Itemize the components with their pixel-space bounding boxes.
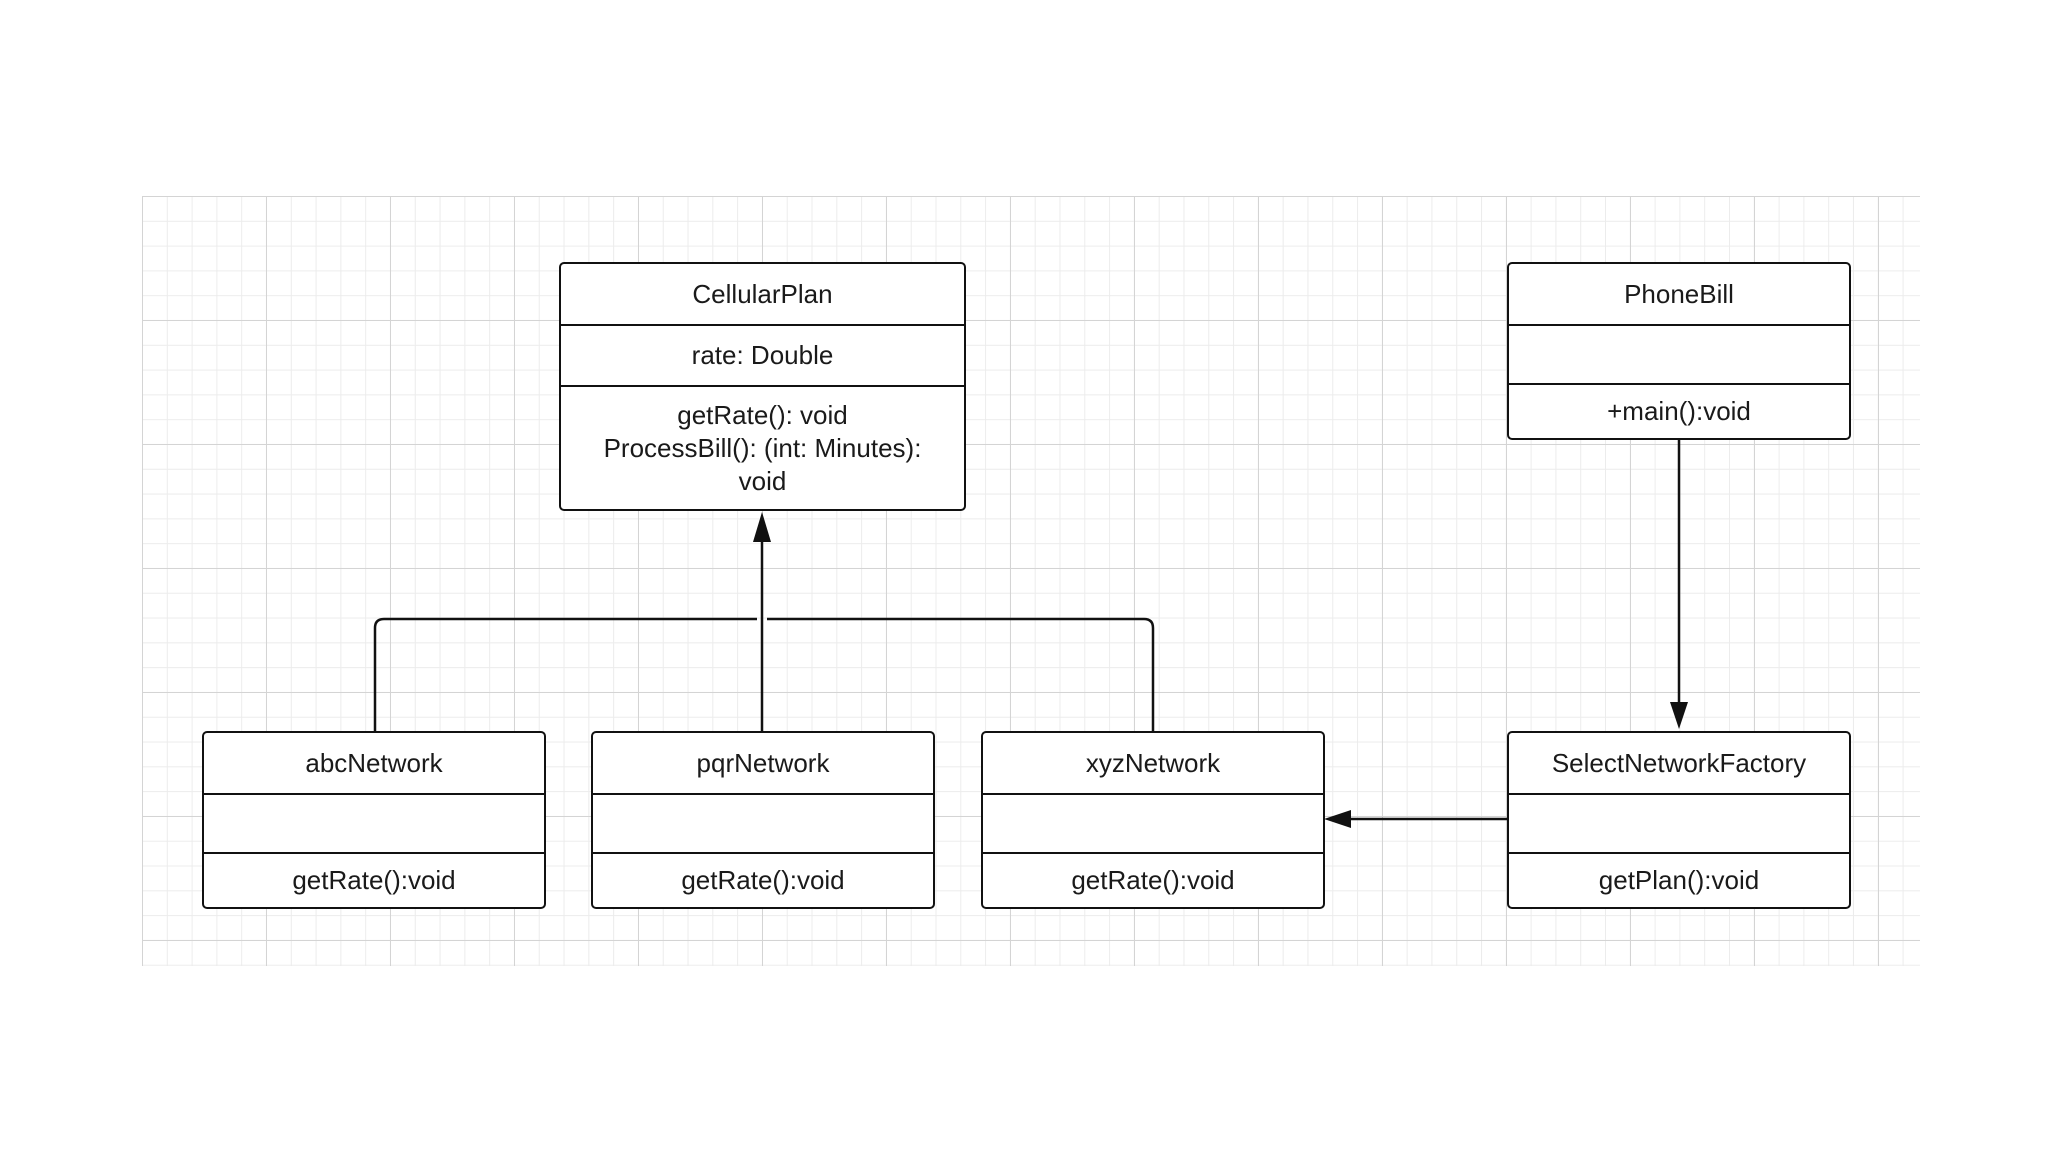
- class-name: abcNetwork: [305, 747, 443, 778]
- attributes-section: [593, 793, 933, 852]
- class-name-section: CellularPlan: [561, 264, 964, 324]
- operation: getRate(): void: [677, 399, 848, 430]
- operations-section: getRate():void: [983, 852, 1323, 907]
- attribute: rate: Double: [691, 340, 834, 370]
- operation: getRate():void: [292, 865, 456, 895]
- attributes-section: [204, 793, 544, 852]
- class-name: PhoneBill: [1624, 278, 1734, 309]
- attributes-section: [1509, 324, 1849, 383]
- class-name: SelectNetworkFactory: [1551, 747, 1807, 778]
- class-name: pqrNetwork: [696, 747, 830, 778]
- operation: void: [738, 465, 787, 496]
- class-name: CellularPlan: [692, 278, 833, 309]
- operations-section: getRate():void: [593, 852, 933, 907]
- operation: getRate():void: [681, 865, 845, 895]
- attributes-section: rate: Double: [561, 324, 964, 385]
- operations-section: getRate():void: [204, 852, 544, 907]
- inheritance-arrowhead: [753, 512, 771, 542]
- operation: getPlan():void: [1598, 865, 1760, 895]
- class-name: xyzNetwork: [1085, 747, 1221, 778]
- inheritance-connector-abc: [373, 617, 757, 731]
- class-name-section: PhoneBill: [1509, 264, 1849, 324]
- class-pqr-network[interactable]: pqrNetwork getRate():void: [591, 731, 935, 909]
- operation: +main():void: [1607, 396, 1751, 426]
- association-arrowhead-down: [1670, 702, 1688, 729]
- operations-section: getRate(): void ProcessBill(): (int: Min…: [561, 385, 964, 509]
- class-name-section: abcNetwork: [204, 733, 544, 793]
- attributes-section: [983, 793, 1323, 852]
- operation: ProcessBill(): (int: Minutes):: [603, 432, 922, 463]
- operations-section: +main():void: [1509, 383, 1849, 438]
- class-xyz-network[interactable]: xyzNetwork getRate():void: [981, 731, 1325, 909]
- class-abc-network[interactable]: abcNetwork getRate():void: [202, 731, 546, 909]
- class-cellular-plan[interactable]: CellularPlan rate: Double getRate(): voi…: [559, 262, 966, 511]
- class-phone-bill[interactable]: PhoneBill +main():void: [1507, 262, 1851, 440]
- class-name-section: xyzNetwork: [983, 733, 1323, 793]
- class-name-section: pqrNetwork: [593, 733, 933, 793]
- attributes-section: [1509, 793, 1849, 852]
- inheritance-connector-xyz: [767, 617, 1155, 731]
- association-arrowhead-left: [1324, 810, 1351, 828]
- operations-section: getPlan():void: [1509, 852, 1849, 907]
- operation: getRate():void: [1071, 865, 1235, 895]
- class-name-section: SelectNetworkFactory: [1509, 733, 1849, 793]
- class-select-network-factory[interactable]: SelectNetworkFactory getPlan():void: [1507, 731, 1851, 909]
